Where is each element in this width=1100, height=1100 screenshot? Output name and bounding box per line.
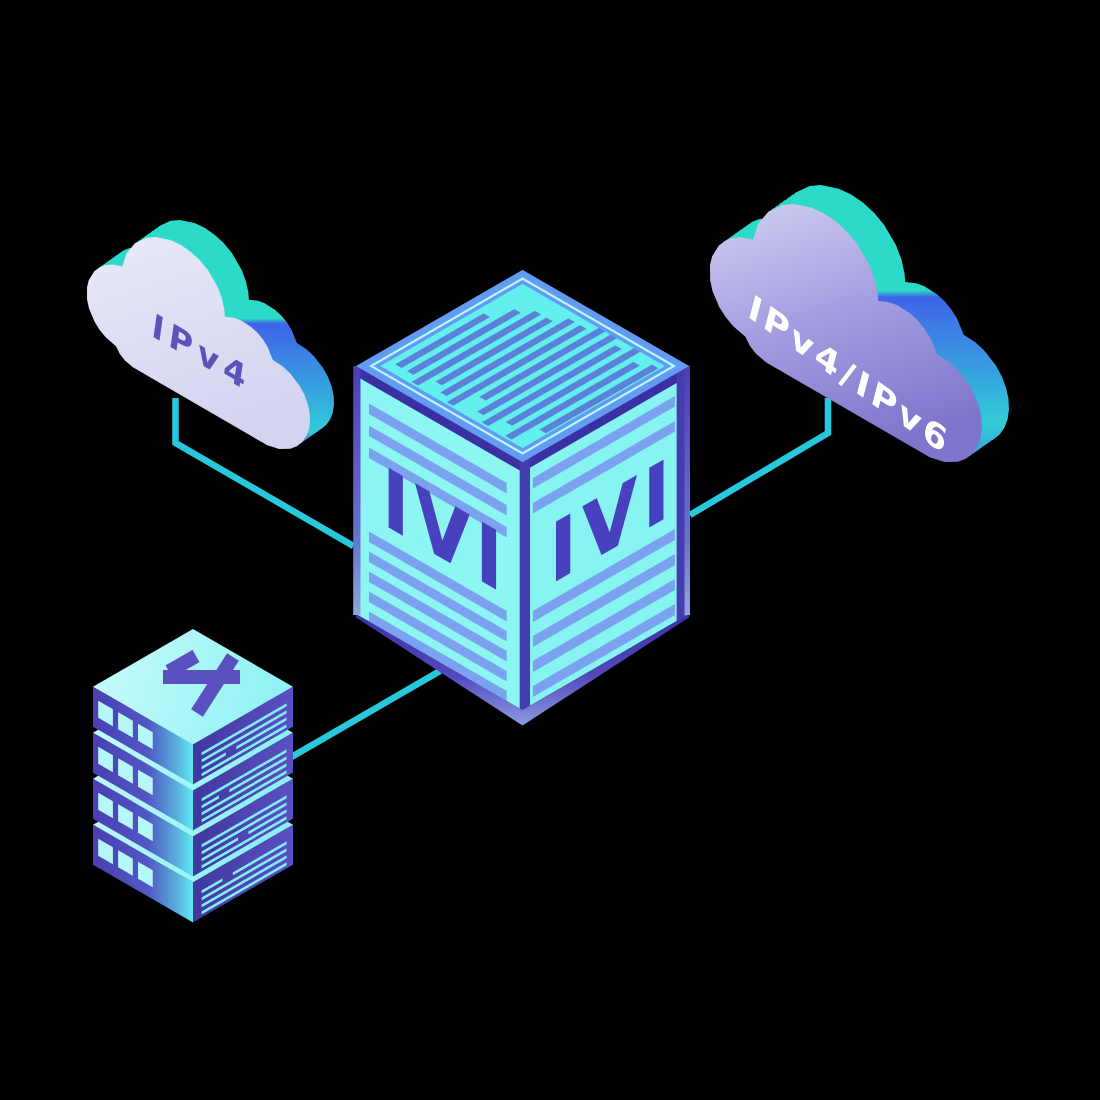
box-right-face: IVI (522, 365, 690, 710)
stack-unit-vents (201, 795, 287, 869)
ipv4-ipv6-cloud: IPv4/IPv6 (710, 185, 1009, 464)
box-bottom-bevel-right (522, 614, 689, 726)
box-right-edge (684, 366, 690, 615)
stack-unit-vents (201, 749, 287, 823)
box-top-vents (395, 309, 659, 440)
ipv4-ipv6-cloud-face (710, 204, 982, 462)
ipv4-cloud: IPv4 (87, 220, 334, 449)
stack-unit (93, 629, 294, 785)
link-stack-to-box (286, 668, 442, 762)
box-bottom-bevel-left (356, 614, 523, 726)
link-cloud-right-to-box (688, 398, 832, 518)
server-stack: 4 (93, 629, 294, 923)
box-left-face-stripes (368, 403, 507, 701)
ipv4-cloud-face (87, 237, 310, 449)
stack-unit-vents (201, 703, 287, 777)
stack-label-glyph (163, 649, 240, 717)
link-cloud-left-to-box (172, 398, 356, 549)
box-right-face-stripes (532, 396, 675, 697)
connection-lines (172, 398, 832, 762)
box-left-face: IVI (356, 366, 523, 711)
box-left-edge (353, 366, 361, 615)
stack-unit-windows (98, 700, 153, 750)
stack-unit (93, 721, 294, 877)
stack-unit-vents (201, 841, 287, 915)
